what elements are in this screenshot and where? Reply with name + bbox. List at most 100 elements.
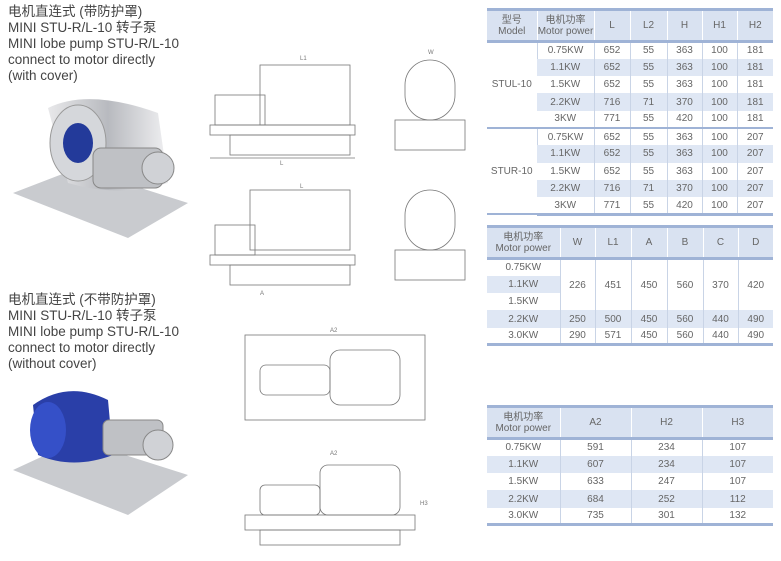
table-cell: 370 <box>666 179 702 198</box>
drawing-without-cover-side: A2 H3 <box>244 451 428 546</box>
header-text: D <box>752 237 760 248</box>
table-cell: 652 <box>593 127 630 146</box>
column-header: L1 <box>594 225 631 260</box>
table-cell: 71 <box>629 179 667 198</box>
drawing-with-cover-stul: L1 L W <box>209 50 466 167</box>
table-cell: 55 <box>629 162 667 180</box>
column-header: H <box>666 8 702 43</box>
table-cell: 2.2KW <box>487 310 560 328</box>
table-cell: 735 <box>559 507 631 527</box>
pump-without-cover-photo <box>13 391 188 515</box>
table-cell: 0.75KW <box>536 127 594 146</box>
drawing-without-cover-top: A2 <box>244 328 426 421</box>
column-header: D <box>737 225 773 260</box>
table-cell: 181 <box>736 93 773 111</box>
column-header: L <box>593 8 630 43</box>
table-cell: 3KW <box>537 197 594 216</box>
header-text: H <box>680 20 689 31</box>
table-cell: 370 <box>702 258 738 311</box>
header-text: A2 <box>589 417 602 428</box>
table-cell: 652 <box>593 41 630 59</box>
header-text: H1 <box>713 20 726 31</box>
table-cell: 363 <box>666 41 702 59</box>
table-cell: 71 <box>629 93 667 111</box>
title-line: (with cover) <box>8 68 78 83</box>
header-text: B <box>681 237 689 248</box>
pump-with-cover-photo <box>13 99 188 238</box>
table-cell: 55 <box>629 110 667 130</box>
table-cell: 450 <box>630 310 667 328</box>
table-cell: 181 <box>736 58 773 77</box>
dimension-label: H3 <box>420 501 428 507</box>
table-cell: 100 <box>701 110 737 130</box>
table-cell: 55 <box>629 58 667 77</box>
table-cell: 301 <box>630 507 702 527</box>
header-text: 电机功率 <box>503 411 544 423</box>
table-cell: 0.75KW <box>536 41 594 59</box>
title-line: MINI STU-R/L-10 转子泵 <box>8 308 157 323</box>
header-text: C <box>716 237 725 248</box>
header-text: L1 <box>607 237 619 248</box>
table-cell: 181 <box>736 76 773 94</box>
column-header: H3 <box>701 405 773 440</box>
table-cell: 363 <box>666 127 702 146</box>
table-cell: 55 <box>629 41 667 59</box>
table-cell: 363 <box>666 162 702 180</box>
table-cell: 571 <box>594 327 631 347</box>
header-text: Motor power <box>495 242 552 254</box>
column-header: W <box>559 225 595 260</box>
column-header: H1 <box>701 8 737 43</box>
table-cell: 1.5KW <box>508 476 539 488</box>
table-cell: 363 <box>666 76 702 94</box>
table-cell: 450 <box>630 258 667 311</box>
table-cell: 591 <box>559 438 631 456</box>
table-cell: 107 <box>701 473 773 491</box>
table-cell: 420 <box>666 197 702 216</box>
table-cell: 0.75KW <box>505 262 542 274</box>
table-cell: 181 <box>736 41 773 59</box>
without-cover-title: 电机直连式 (不带防护罩) MINI STU-R/L-10 转子泵 MINI l… <box>8 292 179 372</box>
table-cell: 420 <box>666 110 702 130</box>
table-cell: 132 <box>701 507 773 527</box>
header-text: H2 <box>660 417 673 428</box>
table-cell: 771 <box>593 110 630 130</box>
table-cell: 3KW <box>537 110 594 130</box>
table-cell: 234 <box>630 438 702 456</box>
header-text: L <box>609 20 615 31</box>
table-cell: 652 <box>593 145 630 163</box>
table-cell: 3.0KW <box>487 327 560 347</box>
table-row: 1.1KW <box>487 275 773 294</box>
with-cover-title: 电机直连式 (带防护罩) MINI STU-R/L-10 转子泵 MINI lo… <box>8 4 179 84</box>
table-cell: 420 <box>737 258 773 311</box>
table-cell: 440 <box>702 327 738 347</box>
table-cell: 1.1KW <box>537 58 594 77</box>
table-cell: 3.0KW <box>487 507 560 527</box>
table-cell: 207 <box>736 162 773 180</box>
table-cell: 290 <box>559 327 595 347</box>
table-cell: 440 <box>702 310 738 328</box>
table-cell: 234 <box>630 455 702 474</box>
column-header: B <box>666 225 703 260</box>
table-cell: 490 <box>737 327 773 347</box>
table-cell: 684 <box>559 490 631 508</box>
table-row: 1.5KW <box>487 293 773 310</box>
header-text: 电机功率 <box>503 231 544 243</box>
dimension-label: L1 <box>300 56 307 62</box>
